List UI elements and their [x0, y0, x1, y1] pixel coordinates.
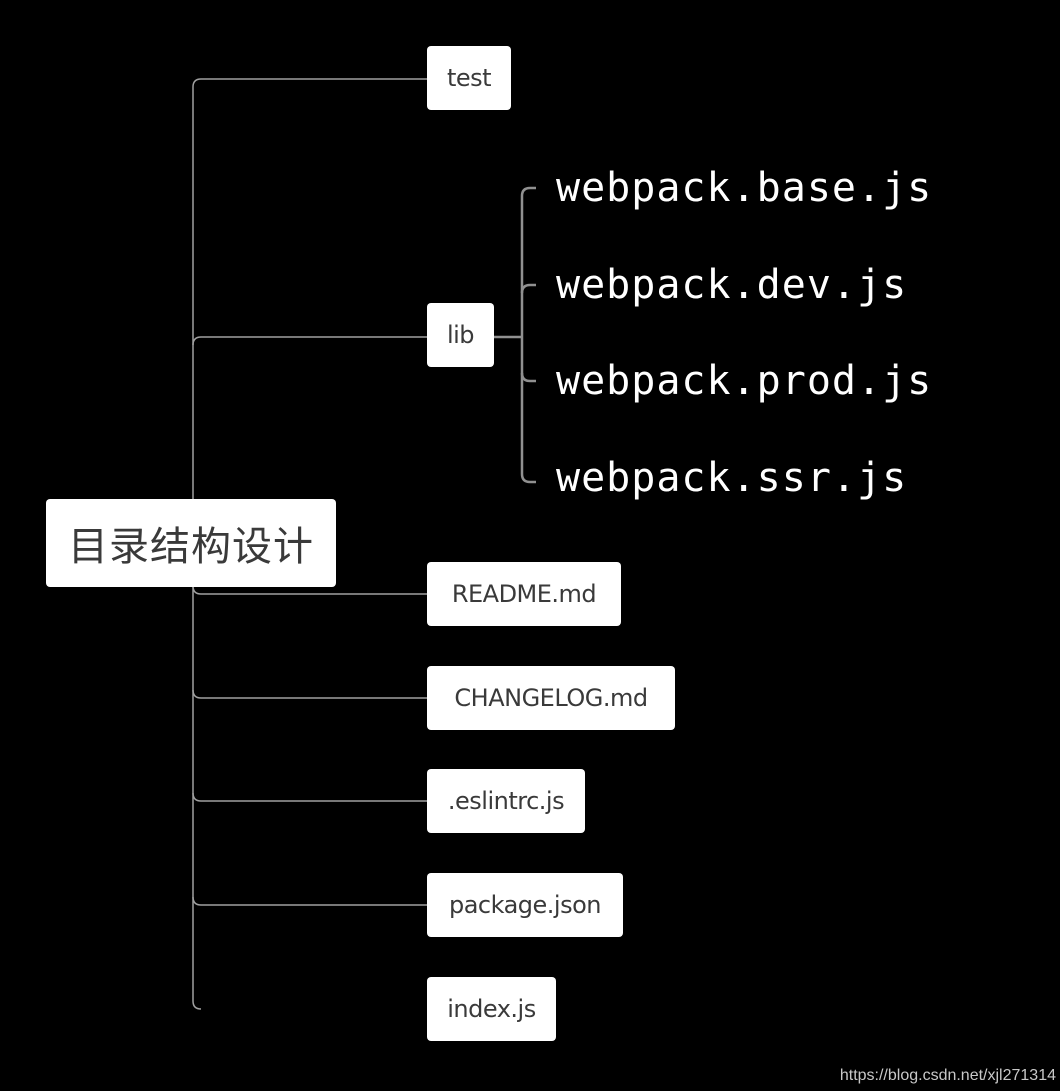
lib-branch-dev — [520, 283, 536, 294]
node-test-label: test — [446, 64, 492, 92]
leaf-webpack-ssr[interactable]: webpack.ssr.js — [556, 455, 908, 501]
node-lib-label: lib — [446, 321, 475, 349]
root-node[interactable]: 目录结构设计 — [46, 499, 336, 587]
leaf-webpack-dev[interactable]: webpack.dev.js — [556, 262, 908, 308]
branch-changelog — [192, 689, 428, 699]
node-readme[interactable]: README.md — [427, 562, 621, 626]
lib-branch-prod — [520, 372, 536, 383]
node-eslintrc-label: .eslintrc.js — [447, 787, 565, 815]
root-label: 目录结构设计 — [68, 524, 314, 570]
watermark-text: https://blog.csdn.net/xjl271314 — [839, 1067, 1056, 1084]
node-readme-label: README.md — [451, 580, 597, 608]
node-package-json-label: package.json — [448, 891, 602, 919]
branch-lib — [192, 336, 428, 346]
branch-readme — [192, 585, 428, 595]
node-test[interactable]: test — [427, 46, 511, 110]
branch-package-json — [192, 896, 428, 906]
lib-bracket — [520, 186, 536, 484]
node-index-js-label: index.js — [447, 995, 536, 1023]
branch-eslintrc — [192, 792, 428, 802]
leaf-webpack-prod[interactable]: webpack.prod.js — [556, 358, 933, 404]
node-changelog-label: CHANGELOG.md — [454, 684, 648, 712]
node-eslintrc[interactable]: .eslintrc.js — [427, 769, 585, 833]
node-index-js[interactable]: index.js — [427, 977, 556, 1041]
node-changelog[interactable]: CHANGELOG.md — [427, 666, 675, 730]
leaf-webpack-base[interactable]: webpack.base.js — [556, 165, 933, 211]
node-lib[interactable]: lib — [427, 303, 494, 367]
node-package-json[interactable]: package.json — [427, 873, 623, 937]
